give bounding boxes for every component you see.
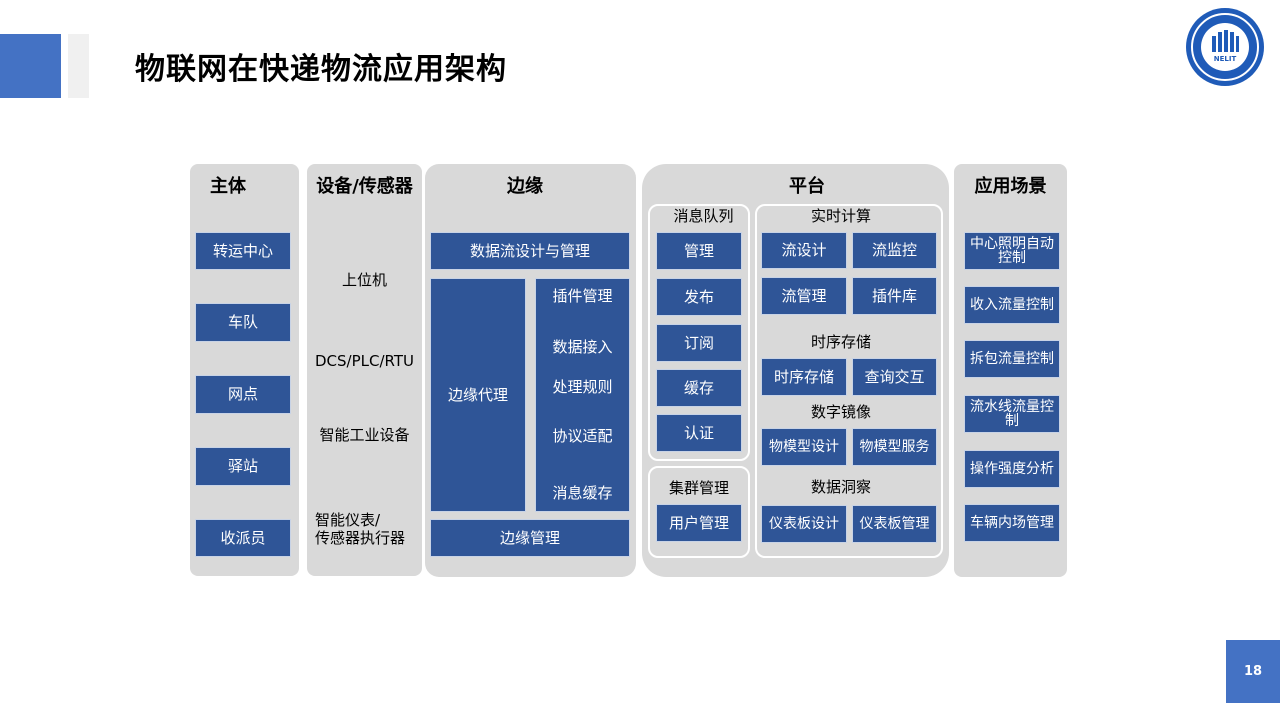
cluster-label: 集群管理 bbox=[668, 479, 729, 497]
scenario-item: 拆包流量控制 bbox=[964, 340, 1060, 378]
mq-item: 缓存 bbox=[656, 369, 742, 407]
svg-text:NELIT: NELIT bbox=[1214, 55, 1237, 63]
mq-item: 订阅 bbox=[656, 324, 742, 362]
insight-item: 仪表板设计 bbox=[761, 505, 847, 543]
edge-module: 插件管理 bbox=[552, 287, 613, 305]
scenario-item: 中心照明自动控制 bbox=[964, 232, 1060, 270]
column-header-edge: 边缘 bbox=[507, 176, 543, 197]
column-header-scenarios: 应用场景 bbox=[974, 176, 1047, 197]
scenario-item: 操作强度分析 bbox=[964, 450, 1060, 488]
cluster-item: 用户管理 bbox=[656, 504, 742, 542]
edge-agent-box: 边缘代理 bbox=[430, 278, 526, 512]
realtime-item: 流监控 bbox=[852, 232, 937, 269]
column-header-platform: 平台 bbox=[789, 176, 825, 197]
device-label: 传感器执行器 bbox=[315, 529, 406, 547]
timeseries-item: 查询交互 bbox=[852, 358, 937, 396]
device-label: DCS/PLC/RTU bbox=[314, 352, 414, 370]
logo-emblem-icon: NELIT bbox=[1191, 13, 1259, 81]
insight-label: 数据洞察 bbox=[810, 478, 871, 496]
twin-item: 物模型服务 bbox=[852, 428, 937, 466]
column-devices bbox=[307, 164, 422, 576]
realtime-label: 实时计算 bbox=[810, 207, 871, 225]
compute-frame bbox=[755, 204, 943, 558]
mq-item: 管理 bbox=[656, 232, 742, 270]
device-label: 智能仪表/ bbox=[315, 511, 381, 529]
subject-item: 车队 bbox=[195, 303, 291, 342]
twin-item: 物模型设计 bbox=[761, 428, 847, 466]
twin-label: 数字镜像 bbox=[810, 403, 871, 421]
cluster-frame bbox=[648, 466, 750, 558]
mq-item: 认证 bbox=[656, 414, 742, 452]
column-header-devices: 设备/传感器 bbox=[316, 176, 413, 197]
mq-frame bbox=[648, 204, 750, 461]
subject-item: 驿站 bbox=[195, 447, 291, 486]
column-header-subject: 主体 bbox=[210, 176, 246, 197]
timeseries-item: 时序存储 bbox=[761, 358, 847, 396]
edge-modules-panel bbox=[535, 278, 630, 512]
edge-management-box: 边缘管理 bbox=[430, 519, 630, 557]
edge-module: 协议适配 bbox=[552, 427, 613, 445]
page-number: 18 bbox=[1226, 640, 1280, 703]
slide-title: 物联网在快递物流应用架构 bbox=[135, 52, 507, 87]
scenario-item: 流水线流量控制 bbox=[964, 395, 1060, 433]
mq-label: 消息队列 bbox=[673, 207, 734, 225]
timeseries-label: 时序存储 bbox=[810, 333, 871, 351]
edge-dataflow-box: 数据流设计与管理 bbox=[430, 232, 630, 270]
subject-item: 收派员 bbox=[195, 519, 291, 557]
university-logo: NELIT bbox=[1186, 8, 1264, 86]
edge-module: 数据接入 bbox=[552, 338, 613, 356]
device-label: 智能工业设备 bbox=[319, 426, 410, 444]
scenario-item: 收入流量控制 bbox=[964, 286, 1060, 324]
realtime-item: 流管理 bbox=[761, 277, 847, 315]
insight-item: 仪表板管理 bbox=[852, 505, 937, 543]
edge-module: 处理规则 bbox=[552, 378, 613, 396]
header-accent-block bbox=[68, 34, 89, 98]
mq-item: 发布 bbox=[656, 278, 742, 316]
realtime-item: 插件库 bbox=[852, 277, 937, 315]
edge-module: 消息缓存 bbox=[552, 484, 613, 502]
subject-item: 转运中心 bbox=[195, 232, 291, 270]
device-label: 上位机 bbox=[341, 271, 387, 289]
subject-item: 网点 bbox=[195, 375, 291, 414]
realtime-item: 流设计 bbox=[761, 232, 847, 269]
column-subject bbox=[190, 164, 299, 576]
scenario-item: 车辆内场管理 bbox=[964, 504, 1060, 542]
header-accent-bar bbox=[0, 34, 61, 98]
